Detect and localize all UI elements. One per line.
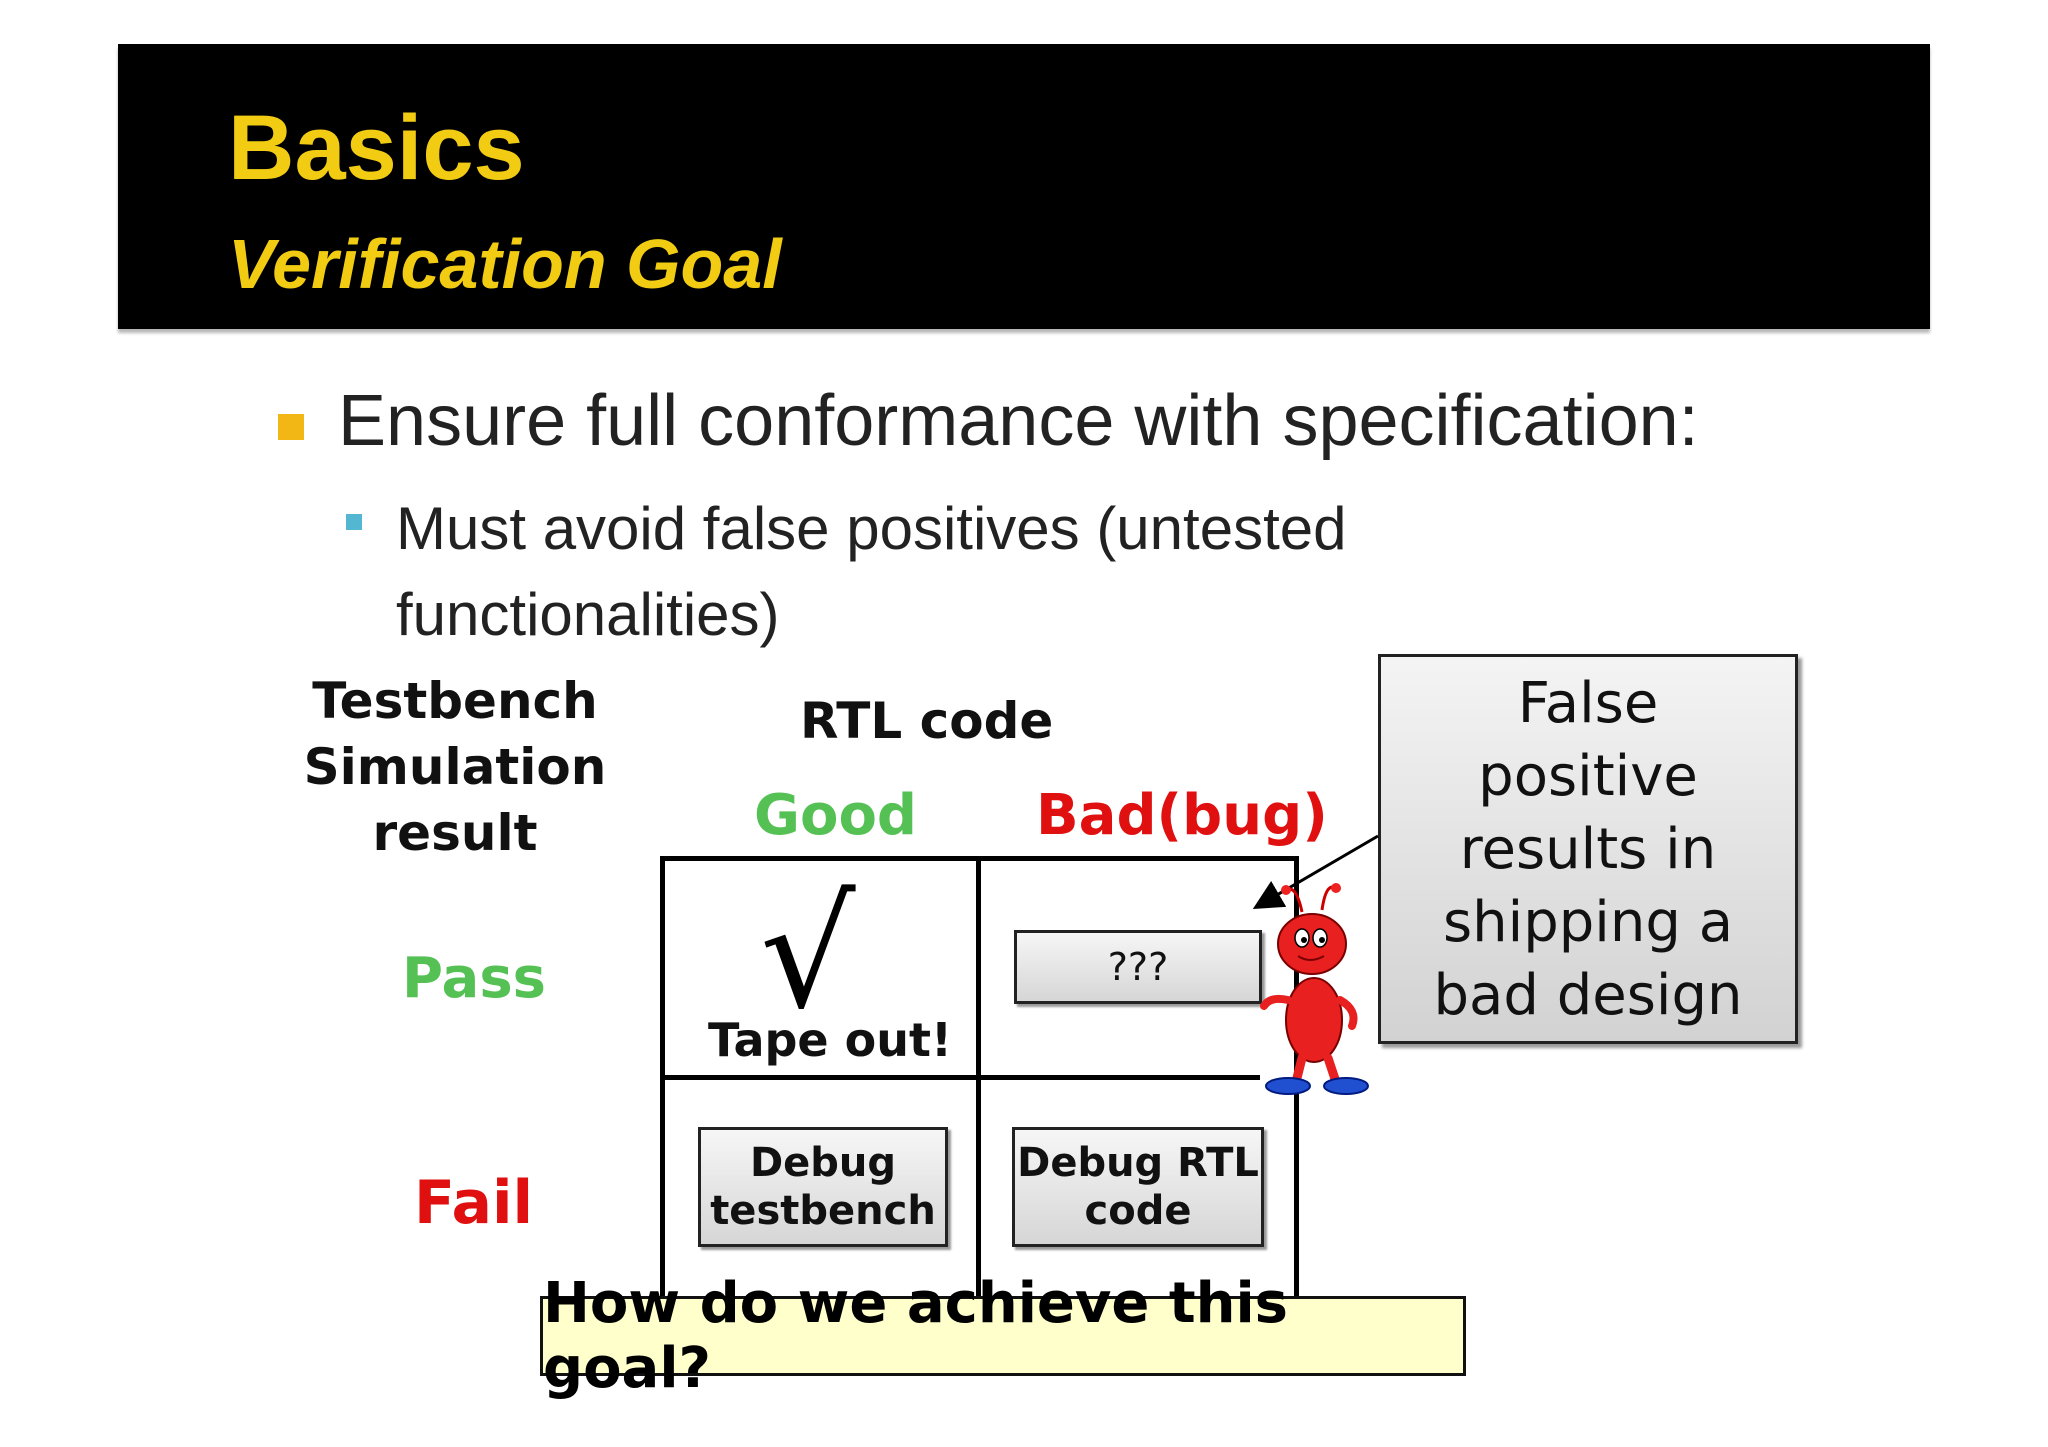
- question-banner: How do we achieve this goal?: [540, 1271, 1466, 1401]
- bullet-marker-level2: [346, 514, 362, 530]
- grid-line-center: [660, 1075, 1260, 1080]
- slide-subtitle: Verification Goal: [228, 225, 782, 303]
- unknown-result-box: ???: [1014, 930, 1262, 1004]
- callout-line-2: positive: [1478, 743, 1698, 809]
- callout-arrow: [1252, 834, 1379, 910]
- grid-line-top: [660, 856, 1299, 861]
- debug-rtl-line-1: Debug RTL: [1017, 1140, 1259, 1186]
- title-banner: Basics Verification Goal: [118, 44, 1930, 329]
- column-header-rtl: RTL code: [800, 692, 1054, 750]
- slide-title: Basics: [228, 97, 525, 199]
- row-label-pass: Pass: [402, 946, 546, 1011]
- debug-rtl-line-2: code: [1084, 1188, 1192, 1234]
- tape-out-label: Tape out!: [708, 1013, 952, 1067]
- debug-testbench-line-1: Debug: [749, 1140, 897, 1186]
- check-mark-icon: √: [760, 868, 856, 1042]
- debug-rtl-box: Debug RTL code: [1012, 1127, 1264, 1247]
- callout-line-1: False: [1517, 670, 1659, 736]
- callout-line-4: shipping a: [1442, 889, 1734, 955]
- row-header-line-1: Testbench: [312, 672, 598, 730]
- bug-mascot-illustration: [1252, 834, 1379, 1095]
- row-label-fail: Fail: [414, 1168, 534, 1238]
- question-text: How do we achieve this goal?: [543, 1271, 1289, 1401]
- false-positive-callout: False positive results in shipping a bad…: [1378, 654, 1798, 1044]
- bullet-marker-level1: [278, 414, 304, 440]
- bullet-text-level1: Ensure full conformance with specificati…: [338, 381, 1699, 461]
- debug-testbench-line-2: testbench: [710, 1188, 936, 1234]
- red-bug-mascot-icon: [1260, 883, 1369, 1095]
- row-header-line-3: result: [372, 804, 538, 862]
- row-header: Testbench Simulation result: [290, 668, 620, 866]
- callout-line-5: bad design: [1433, 962, 1743, 1028]
- column-label-good: Good: [754, 783, 917, 848]
- row-header-line-2: Simulation: [303, 738, 607, 796]
- column-label-bad: Bad(bug): [1036, 783, 1328, 848]
- callout-line-3: results in: [1459, 816, 1717, 882]
- debug-testbench-box: Debug testbench: [698, 1127, 948, 1247]
- bullet-text-level2: Must avoid false positives (untested fun…: [396, 495, 1347, 648]
- unknown-result-label: ???: [1107, 945, 1169, 989]
